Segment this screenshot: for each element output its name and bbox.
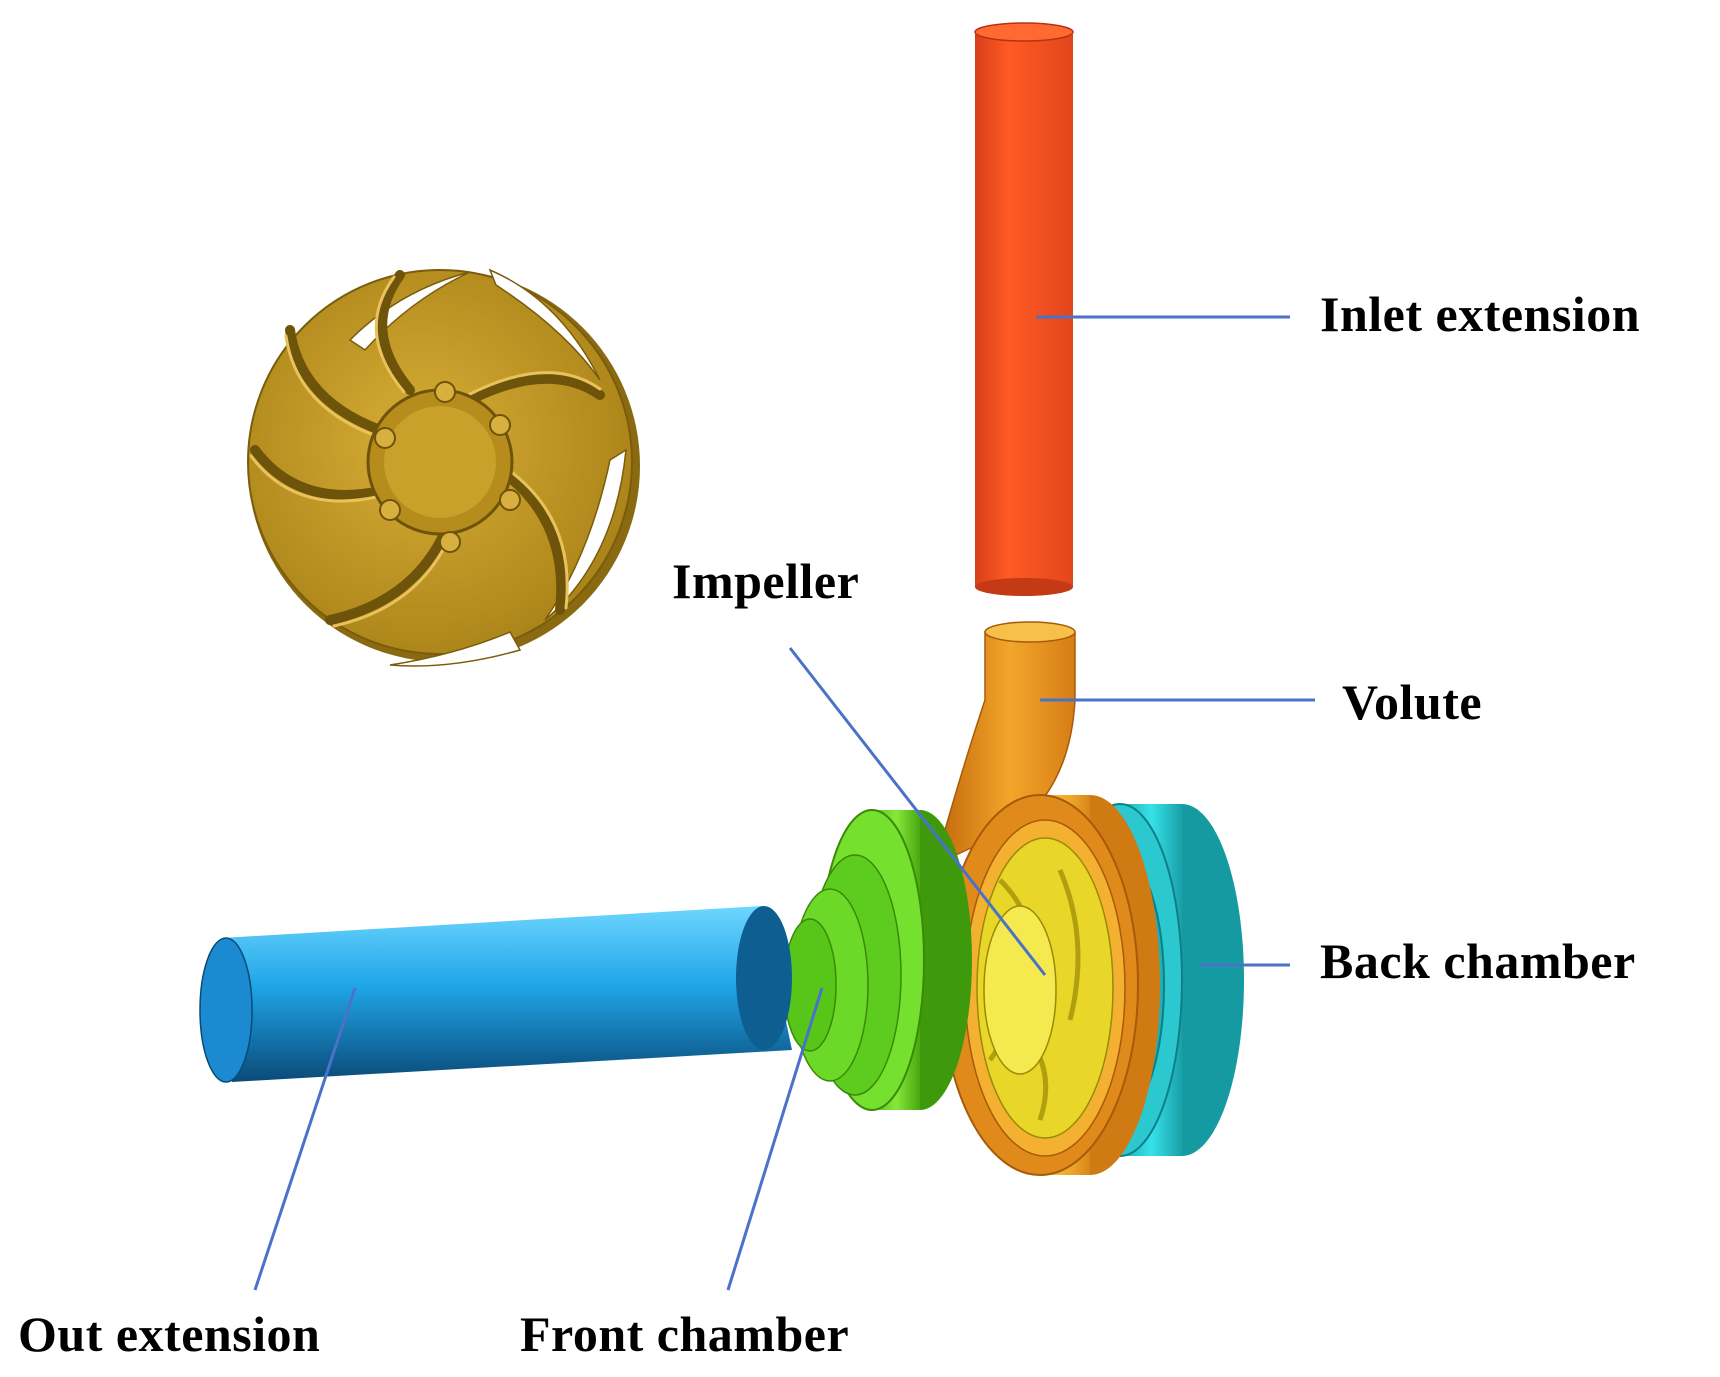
impeller-assembled-graphic — [976, 837, 1114, 1139]
front-chamber-graphic — [783, 809, 972, 1111]
leader-impeller — [788, 647, 1047, 976]
label-out-extension: Out extension — [18, 1306, 321, 1362]
label-front-chamber: Front chamber — [520, 1306, 850, 1362]
label-impeller: Impeller — [672, 553, 860, 609]
label-volute: Volute — [1342, 674, 1483, 730]
inlet-extension-graphic — [974, 22, 1074, 596]
leader-front-chamber — [726, 987, 824, 1291]
leader-out-extension — [253, 987, 357, 1291]
out-extension-graphic — [199, 906, 792, 1083]
impeller-detail-graphic — [247, 268, 640, 667]
label-back-chamber: Back chamber — [1320, 933, 1636, 989]
label-inlet-extension: Inlet extension — [1320, 286, 1640, 342]
leader-lines — [253, 315, 1315, 1291]
